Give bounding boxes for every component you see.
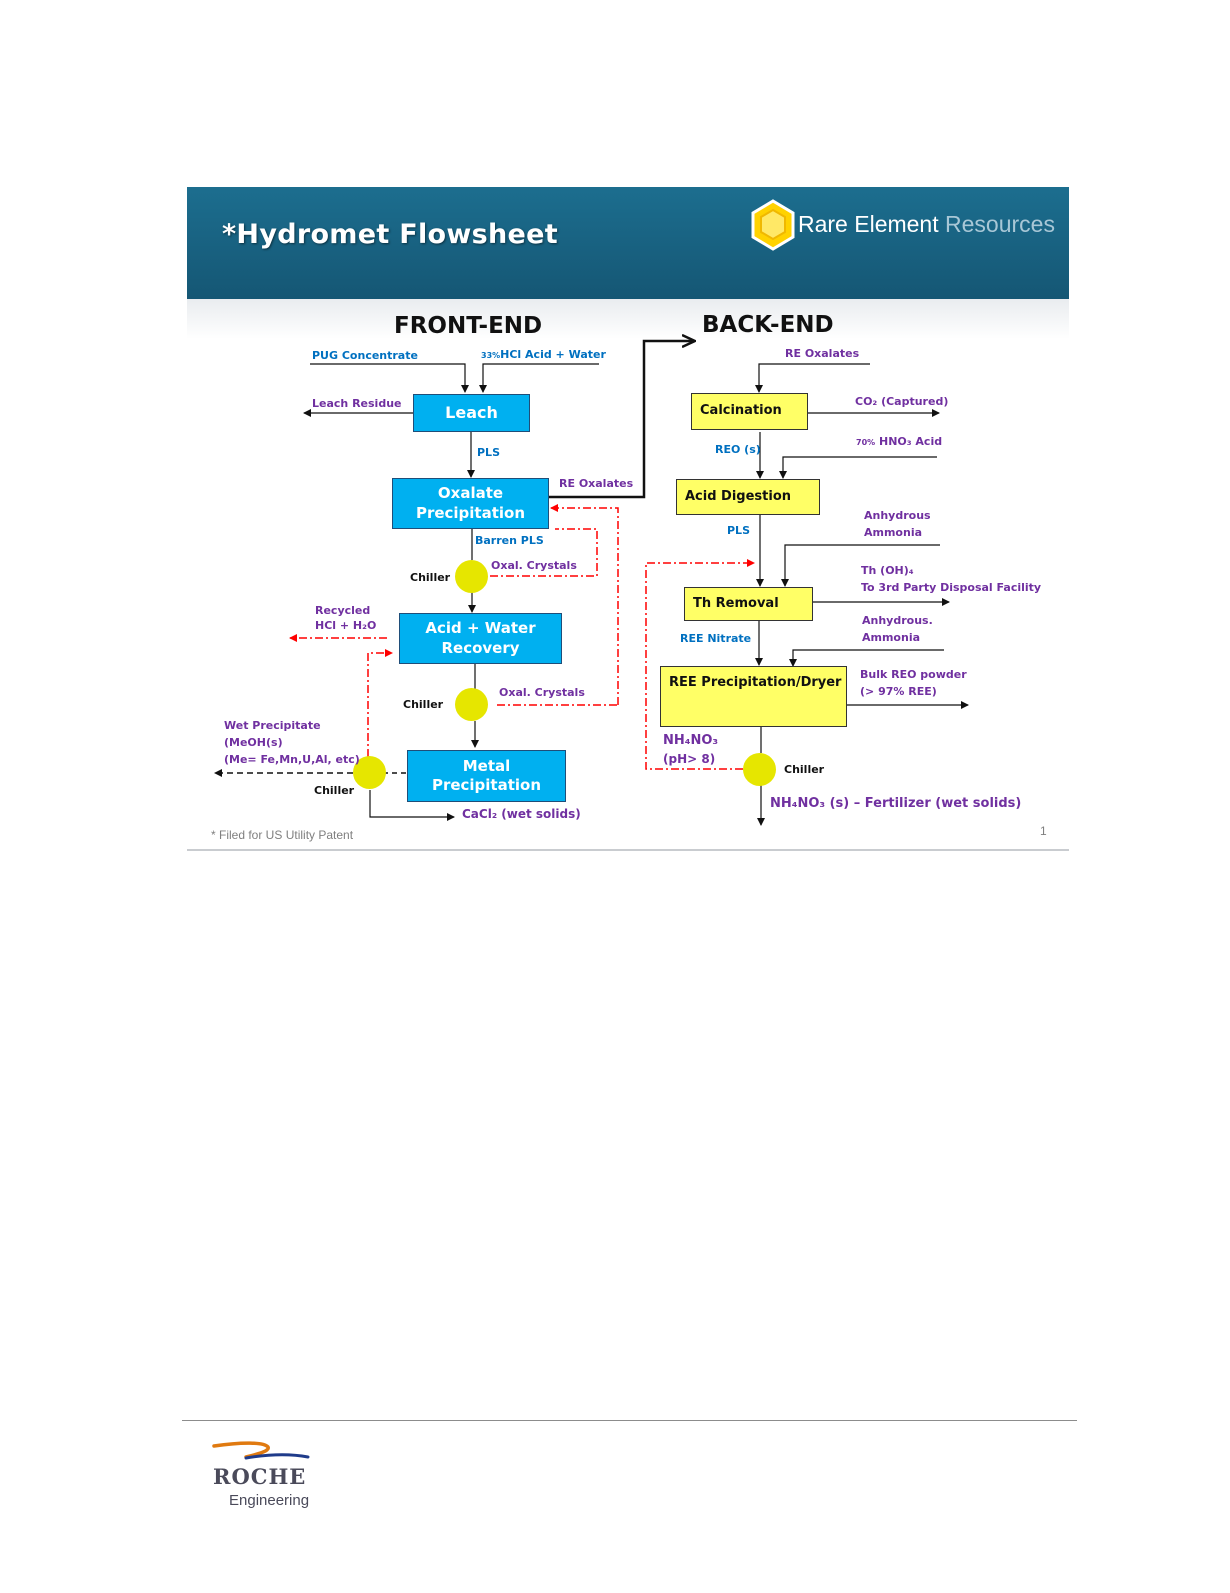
ph-label: (pH> 8) [663,752,716,766]
wet-precipitate-meoh-label: (MeOH(s) [224,736,283,749]
oxal-crystals-label-1: Oxal. Crystals [491,559,577,572]
wet-precipitate-label: Wet Precipitate [224,719,321,732]
th-removal-box: Th Removal [684,587,813,621]
anhydrous-ammonia-label-1: Anhydrous [864,509,931,522]
barren-pls-label: Barren PLS [475,534,544,547]
anhydrous-ammonia-label-2b: Ammonia [862,631,921,644]
anhydrous-ammonia-label-1b: Ammonia [864,526,923,539]
chiller-label-3: Chiller [314,784,355,797]
pug-concentrate-label: PUG Concentrate [312,349,418,362]
chiller-label-4: Chiller [784,763,825,776]
acid-water-recovery-box: Acid + Water Recovery [399,613,562,664]
metal-precipitation-box: Metal Precipitation [407,750,566,802]
ree-precipitation-dryer-box: REE Precipitation/Dryer [660,666,847,727]
calcination-box: Calcination [691,393,808,430]
slide-page-number: 1 [1040,824,1047,838]
leach-residue-label: Leach Residue [312,397,402,410]
leach-box: Leach [413,394,530,432]
chiller-3 [353,756,386,789]
re-oxalates-label: RE Oxalates [559,477,634,490]
third-party-disposal-label: To 3rd Party Disposal Facility [861,581,1042,594]
nh4no3-label: NH₄NO₃ [663,733,719,748]
acid-digestion-box: Acid Digestion [676,479,820,515]
bulk-reo-purity-label: (> 97% REE) [860,685,937,698]
hcl-acid-label: 33%HCl Acid + Water [481,348,606,361]
slide-title: *Hydromet Flowsheet [222,219,558,250]
co2-captured-label: CO₂ (Captured) [855,395,949,408]
pls-label: PLS [477,446,500,459]
th-hydroxide-label: Th (OH)₄ [861,564,914,577]
roche-company-name: ROCHE [213,1464,307,1489]
hexagon-logo-icon [751,199,795,251]
recycled-hcl-label: HCl + H₂O [315,619,377,632]
chiller-1 [455,560,488,593]
back-end-heading: BACK-END [702,312,834,338]
recycled-label: Recycled [315,604,371,617]
chiller-label-1: Chiller [410,571,451,584]
roche-swoosh-icon [212,1441,310,1460]
flowsheet-connectors [214,187,969,826]
pls-back-end-label: PLS [727,524,750,537]
company-logo-text: Rare Element Resources [798,211,1055,237]
flowsheet-slide: *Hydromet Flowsheet Rare Element Resourc… [187,187,1069,851]
ree-nitrate-label: REE Nitrate [680,632,752,645]
chiller-2 [455,688,488,721]
bulk-reo-powder-label: Bulk REO powder [860,668,967,681]
cacl2-label: CaCl₂ (wet solids) [462,807,581,821]
title-banner [187,187,1069,307]
hno3-acid-label: 70% HNO₃ Acid [856,435,943,448]
chiller-4 [743,753,776,786]
footer-rule [182,1420,1077,1421]
front-end-heading: FRONT-END [394,313,543,339]
banner-shade [187,299,1069,339]
oxal-crystals-label-2: Oxal. Crystals [499,686,585,699]
fertilizer-label: NH₄NO₃ (s) – Fertilizer (wet solids) [770,796,1022,811]
chiller-label-2: Chiller [403,698,444,711]
reo-solids-label: REO (s) [715,443,761,456]
anhydrous-ammonia-label-2: Anhydrous. [862,614,933,627]
oxalate-precipitation-box: Oxalate Precipitation [392,478,549,529]
wet-precipitate-metals-label: (Me= Fe,Mn,U,Al, etc) [224,753,360,766]
roche-division-name: Engineering [229,1492,310,1509]
patent-footnote: * Filed for US Utility Patent [211,828,354,842]
re-oxalates-in-label: RE Oxalates [785,347,860,360]
